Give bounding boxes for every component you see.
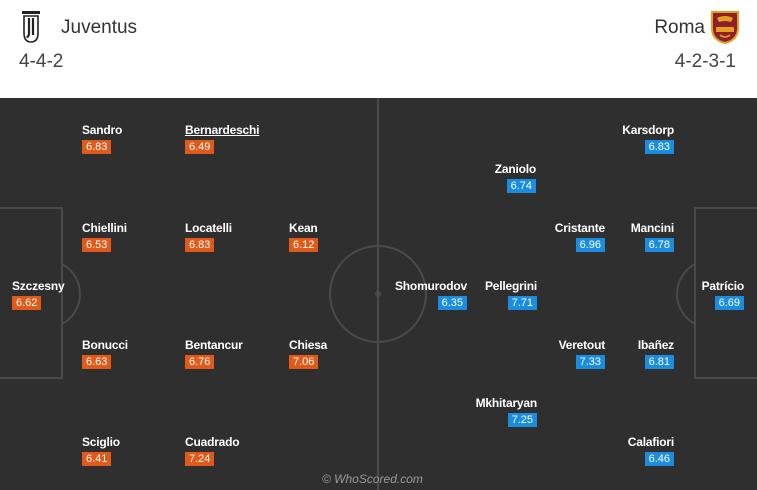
player-name: Cristante [554,221,605,235]
player-name: Chiesa [289,338,328,352]
juventus-logo-icon [22,11,40,43]
roma-logo-icon [711,11,739,44]
player-name: Ibañez [637,338,674,352]
player-rating: 6.35 [437,296,467,310]
player-rating: 6.12 [289,238,319,252]
player-rating: 6.46 [644,452,674,466]
player-name: Bonucci [82,338,128,352]
match-header: Juventus 4-4-2 Roma 4-2-3-1 [0,0,757,92]
home-team-name[interactable]: Juventus [61,17,138,38]
player-name: Kean [289,221,318,235]
player-name: Karsdorp [622,123,674,137]
player-rating: 7.24 [185,452,215,466]
player-name: Cuadrado [185,435,240,449]
player-name: Sandro [82,123,123,137]
whoscored-watermark: © WhoScored.com [322,472,423,486]
player-rating: 6.74 [506,179,536,193]
player-name: Veretout [558,338,606,352]
player-name: Mkhitaryan [475,396,538,410]
away-team-name[interactable]: Roma [654,17,705,38]
player-name: Mancini [630,221,674,235]
player-name: Pellegrini [484,279,537,293]
player-rating: 6.53 [82,238,112,252]
player-rating: 7.06 [289,355,319,369]
player-rating: 6.76 [185,355,215,369]
player-name: Bernardeschi [185,123,260,137]
player-rating: 6.96 [575,238,605,252]
pitch-markings [0,98,757,490]
player-rating: 7.71 [507,296,537,310]
home-formation: 4-4-2 [19,51,64,72]
player-name: Bentancur [185,338,243,352]
player-name: Chiellini [82,221,127,235]
player-name: Szczesny [12,279,65,293]
player-rating: 6.41 [82,452,112,466]
player-name: Calafiori [627,435,674,449]
player-name: Locatelli [185,221,232,235]
player-rating: 6.63 [82,355,112,369]
player-rating: 6.81 [644,355,674,369]
player-name: Patrício [701,279,745,293]
player-rating: 6.62 [12,296,42,310]
player-rating: 6.49 [185,140,215,154]
player-name: Shomurodov [395,279,467,293]
player-rating: 6.83 [82,140,112,154]
pitch: Sandro 6.83 Bernardeschi 6.49 Chiellini … [0,98,757,490]
player-rating: 7.33 [575,355,605,369]
player-name: Sciglio [82,435,120,449]
player-rating: 6.83 [644,140,674,154]
player-rating: 6.69 [714,296,744,310]
player-name: Zaniolo [494,162,536,176]
player-rating: 7.25 [507,413,537,427]
player-rating: 6.83 [185,238,215,252]
player-rating: 6.78 [644,238,674,252]
away-formation: 4-2-3-1 [674,51,736,72]
